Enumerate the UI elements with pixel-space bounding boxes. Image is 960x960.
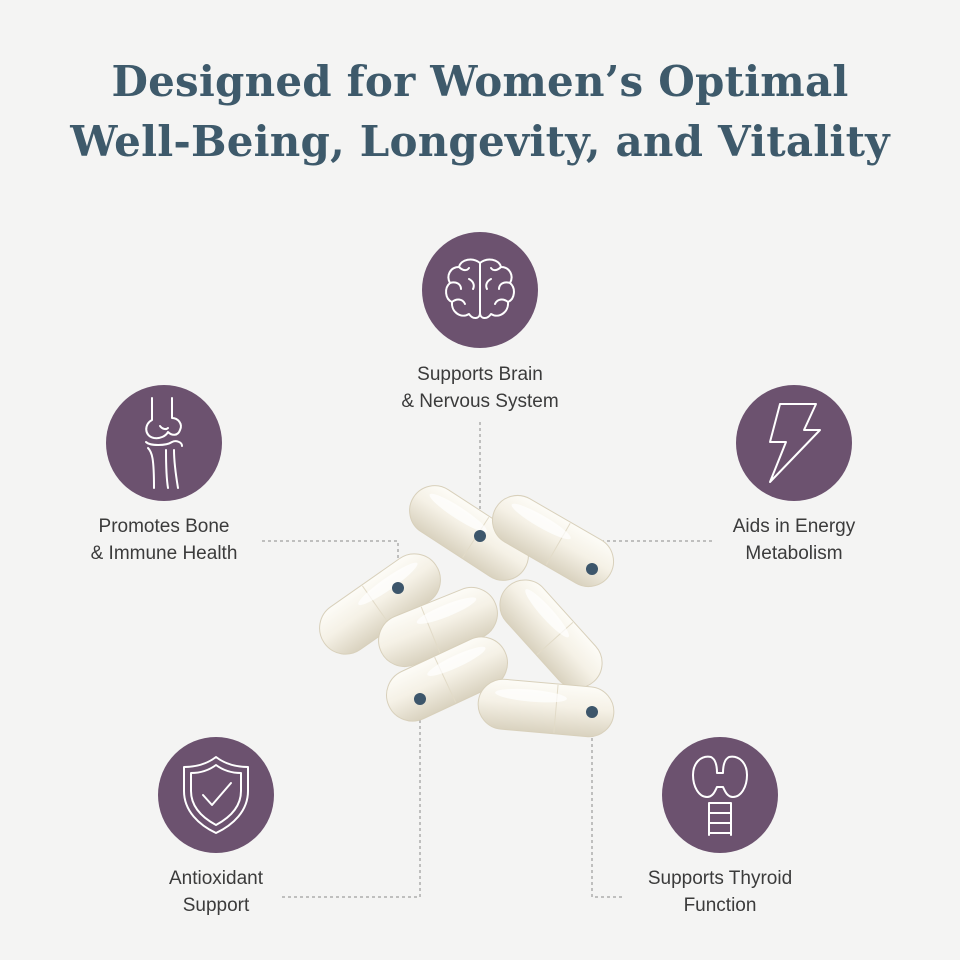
capsule: [499, 579, 603, 689]
capsule: [409, 485, 529, 581]
marker-dot-brain: [474, 530, 486, 542]
brain-label-line-2: & Nervous System: [401, 391, 559, 412]
headline-line-1: Designed for Women’s Optimal: [111, 57, 849, 106]
connector-antioxidant: [282, 700, 421, 898]
marker-dot-bone: [392, 582, 404, 594]
thyroid-label-line-1: Supports Thyroid: [647, 868, 793, 889]
brain-badge: [422, 232, 538, 348]
energy-label: Aids in Energy Metabolism: [674, 513, 914, 567]
antioxidant-label: Antioxidant Support: [96, 865, 336, 919]
thyroid-label-line-2: Function: [683, 895, 757, 916]
thyroid-label: Supports Thyroid Function: [600, 865, 840, 919]
knee-joint-icon: [145, 397, 183, 489]
marker-dot-energy: [586, 563, 598, 575]
brain-label-line-1: Supports Brain: [417, 364, 543, 385]
antioxidant-label-line-2: Support: [182, 895, 250, 916]
headline: Designed for Women’s Optimal Well-Being,…: [0, 52, 960, 172]
capsules: [319, 485, 615, 738]
antioxidant-badge: [158, 737, 274, 853]
bone-badge: [106, 385, 222, 501]
brain-label: Supports Brain & Nervous System: [360, 361, 600, 415]
marker-dot-antioxidant: [414, 693, 426, 705]
thyroid-badge: [662, 737, 778, 853]
energy-badge: [736, 385, 852, 501]
energy-label-line-2: Metabolism: [745, 543, 843, 564]
shield-check-icon: [183, 756, 249, 834]
lightning-bolt-icon: [769, 403, 821, 483]
energy-label-line-1: Aids in Energy: [732, 516, 856, 537]
marker-dots: [392, 530, 598, 718]
bone-label-line-2: & Immune Health: [90, 543, 238, 564]
headline-line-2: Well-Being, Longevity, and Vitality: [70, 117, 890, 166]
capsule: [491, 495, 615, 587]
bone-label-line-1: Promotes Bone: [98, 516, 230, 537]
brain-icon: [445, 258, 515, 319]
thyroid-icon: [692, 755, 748, 836]
bone-label: Promotes Bone & Immune Health: [44, 513, 284, 567]
marker-dot-thyroid: [586, 706, 598, 718]
connector-thyroid: [591, 712, 622, 898]
capsule: [477, 678, 615, 738]
antioxidant-label-line-1: Antioxidant: [168, 868, 263, 889]
